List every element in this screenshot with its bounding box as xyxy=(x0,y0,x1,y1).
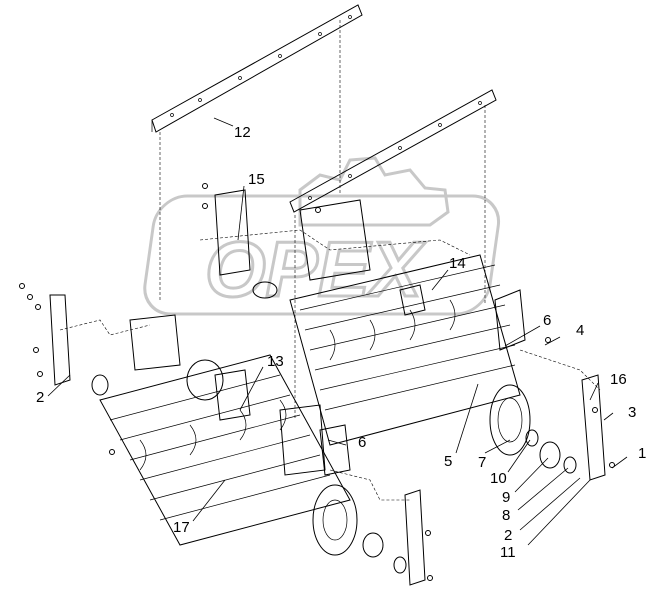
watermark-text: OPEX xyxy=(205,225,426,313)
leader-lines xyxy=(47,117,628,546)
callout-15: 15 xyxy=(248,171,265,188)
callout-12: 12 xyxy=(234,124,251,141)
watermark-frame xyxy=(143,194,501,316)
callout-5: 5 xyxy=(444,453,452,470)
callout-10: 10 xyxy=(490,470,507,487)
callout-4: 4 xyxy=(576,322,584,339)
mounting-bar-12 xyxy=(151,4,497,420)
callout-13: 13 xyxy=(267,353,284,370)
callout-16: 16 xyxy=(610,371,627,388)
rear-roller-5 xyxy=(289,254,531,456)
callout-2-left: 2 xyxy=(36,389,44,406)
watermark-logo: OPEX xyxy=(143,156,501,316)
callout-2-right: 2 xyxy=(504,527,512,544)
callout-6-rear: 6 xyxy=(543,312,551,329)
callout-6-front: 6 xyxy=(358,434,366,451)
callout-17: 17 xyxy=(173,519,190,536)
front-frame xyxy=(49,294,606,586)
callout-11: 11 xyxy=(500,544,516,561)
callout-7: 7 xyxy=(478,454,486,471)
callout-9: 9 xyxy=(502,489,510,506)
fasteners xyxy=(19,183,615,581)
callout-1: 1 xyxy=(638,445,646,462)
callout-3: 3 xyxy=(628,404,636,421)
callout-8: 8 xyxy=(502,507,510,524)
callout-labels: 12 15 14 6 4 2 13 16 3 1 6 5 7 10 9 8 2 … xyxy=(36,124,646,561)
front-roller-17 xyxy=(99,354,358,556)
callout-14: 14 xyxy=(449,255,466,272)
rear-frame xyxy=(199,189,601,391)
